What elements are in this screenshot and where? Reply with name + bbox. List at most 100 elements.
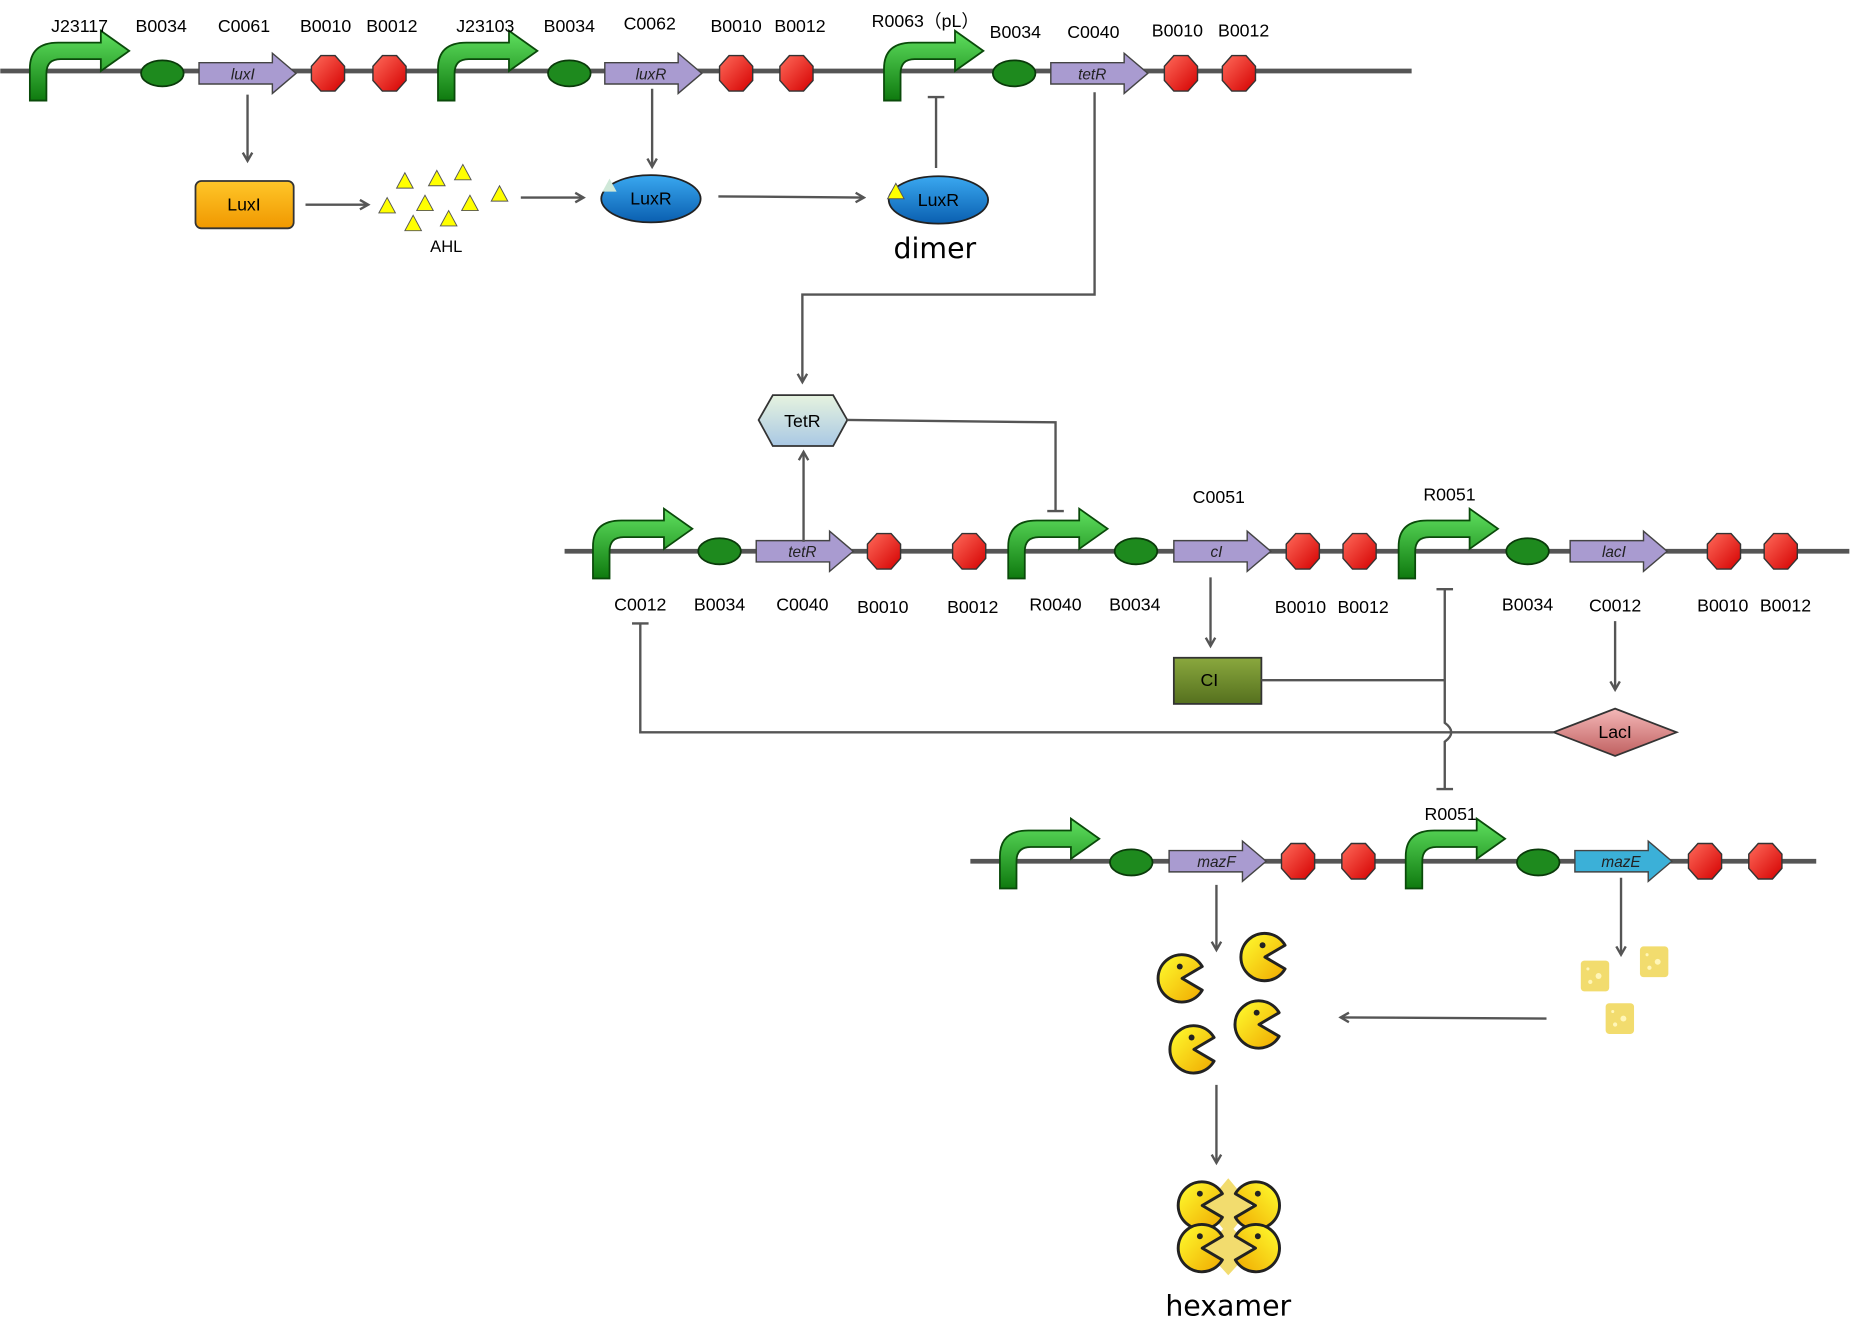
part-label: R0040 [1029,594,1081,614]
promoter-c0012 [592,507,694,580]
part-label: B0010 [300,16,351,36]
part-label: J23103 [456,16,514,36]
rbs-b0034 [697,537,742,566]
lacI-protein-label: LacI [1598,722,1632,742]
gene-label: luxR [636,66,667,83]
terminator-b0012 [779,54,814,92]
cheese-icon [1605,1003,1635,1034]
part-label: B0034 [136,16,187,36]
row2-part-labels: C0012 B0034 C0040 B0010 B0012 R0040 B003… [614,484,1811,616]
terminator-b0012 [1342,532,1377,570]
part-label: B0012 [1337,597,1388,617]
part-label: B0012 [1218,21,1269,41]
gene-label: tetR [1078,66,1106,83]
tetR-repression-line [847,418,1064,513]
part-label: B0012 [366,16,417,36]
promoter-j23103 [437,29,539,102]
promoter-r0063 [883,29,985,102]
part-label: B0010 [857,597,908,617]
terminator [1748,842,1783,880]
gene-label: luxI [231,66,256,83]
luxR-dimer-label: LuxR [918,190,959,210]
luxR-protein [600,174,702,224]
part-label: R0051 [1423,484,1475,504]
promoter-j23117 [28,29,131,102]
lacI-repression-line [632,622,1554,734]
cheese-icon [1580,960,1610,992]
part-label: C0062 [624,14,676,34]
gene-label: mazF [1197,854,1237,871]
luxR-dimer-protein [887,175,989,225]
cI-repression-bars [1436,587,1454,791]
rbs-b0034 [547,59,592,88]
tetR-protein [757,394,849,447]
terminator-b0010 [1706,532,1742,570]
ahl-molecules [378,163,509,232]
part-label: J23117 [51,16,108,36]
luxI-protein-label: LuxI [227,195,261,215]
terminator-b0010 [718,54,754,92]
part-label: B0010 [1275,597,1326,617]
part-label: B0012 [1760,596,1811,616]
hexamer-label: hexamer [1165,1290,1291,1323]
mazE-antitoxins [1580,946,1669,1034]
rbs-b0034 [1505,537,1550,566]
terminator-b0010 [1163,54,1199,92]
gene-label: tetR [788,544,816,561]
row1-part-labels: J23117 B0034 C0061 B0010 B0012 J23103 B0… [51,11,1269,42]
part-label: C0051 [1193,487,1245,507]
part-label: R0051 [1425,804,1477,824]
part-label: C0061 [218,16,270,36]
promoter [999,817,1101,890]
gene-label: mazE [1601,854,1641,871]
promoter-r0051 [1397,507,1499,580]
cI-protein [1172,656,1263,705]
part-label: B0034 [1109,594,1160,614]
activation-bar [927,95,945,168]
part-label: R0063（pL） [872,11,979,31]
rbs-b0034 [1113,537,1159,566]
part-label: B0034 [544,16,595,36]
dimerization-arrow [718,196,864,197]
lacI-protein [1551,707,1680,757]
terminator [1280,842,1316,880]
ahl-label: AHL [430,237,462,256]
part-label: C0012 [614,594,666,614]
part-label: C0012 [1589,596,1641,616]
ahl-bound-icon [602,178,617,192]
part-label: B0010 [710,16,761,36]
terminator-b0012 [951,532,987,570]
part-label: C0040 [776,594,828,614]
terminator-b0010 [310,54,346,92]
tetR-protein-label: TetR [784,411,820,431]
binding-arrow [1341,1017,1547,1018]
promoter-r0051 [1404,817,1506,890]
cheese-icon [1639,946,1669,978]
terminator-b0010 [866,532,902,570]
hexamer-complex [1176,1178,1281,1276]
terminator [1341,842,1376,880]
gene-label: lacI [1602,544,1627,561]
tetR-connector-arrow [802,92,1096,382]
luxR-protein-label: LuxR [630,189,671,209]
terminator-b0012 [372,54,407,92]
part-label: B0034 [1502,594,1553,614]
luxI-protein [194,180,295,230]
pacman-icon [1233,999,1281,1050]
rbs-b0034 [140,59,185,88]
terminator-b0012 [1221,54,1257,92]
pacman-icon [1156,953,1204,1004]
part-label: B0012 [774,16,825,36]
promoter-r0040 [1007,507,1109,580]
rbs-b0034 [991,59,1037,88]
part-label: B0034 [990,22,1041,42]
rbs [1516,848,1561,877]
part-label: C0040 [1067,22,1119,42]
cI-protein-label: CI [1200,670,1218,690]
rbs [1109,848,1154,877]
terminator-b0012 [1763,532,1799,570]
gene-label: cI [1210,544,1223,561]
pacman-icon [1168,1024,1216,1075]
part-label: B0010 [1152,21,1203,41]
